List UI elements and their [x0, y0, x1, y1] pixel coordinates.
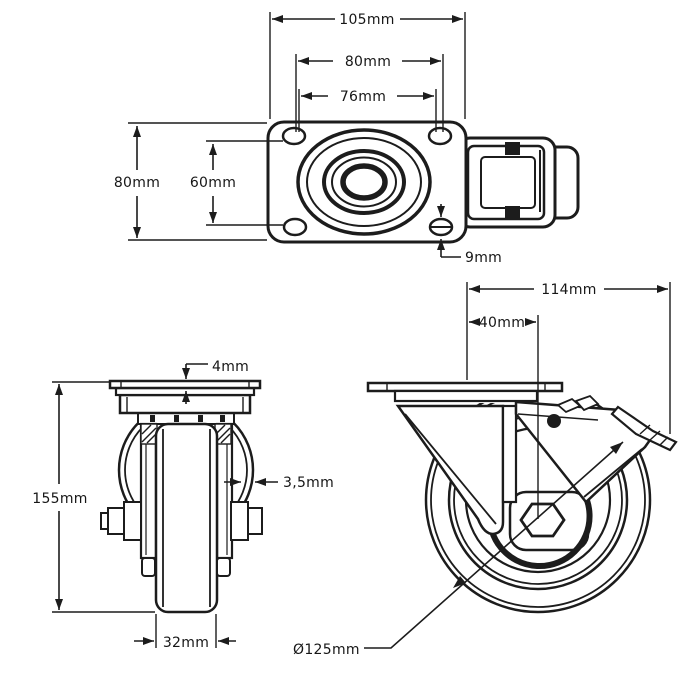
swivel-top-plate-side [393, 389, 539, 403]
brake-assembly-top [456, 136, 580, 229]
brake-latch-top [505, 142, 520, 155]
dim-label-fork-thickness: 3,5mm [283, 475, 334, 491]
axle-hex-nut [519, 502, 566, 538]
brake-pad-left [140, 423, 158, 445]
pedal-serrations [556, 394, 600, 414]
hatch-line [220, 433, 231, 444]
leader-line [364, 441, 624, 649]
bolt-hole [427, 126, 453, 146]
wheel-front [154, 422, 219, 614]
extension-lines [52, 12, 671, 648]
bearing-ball [174, 415, 179, 422]
dim-bolt-hole-diameter [437, 204, 461, 258]
pivot-dot [547, 414, 561, 428]
axle-washer [230, 501, 249, 541]
bearing-ring [331, 156, 397, 208]
axle-nut [107, 507, 125, 535]
view-front [100, 379, 263, 614]
dim-plate-thickness [182, 363, 208, 404]
hatch-line [649, 430, 661, 441]
kingpin-bar [501, 404, 518, 504]
dim-label-plate-thickness: 4mm [212, 359, 249, 375]
bearing-ring [306, 137, 422, 227]
mounting-plate-front [108, 379, 262, 390]
axle-nut [247, 507, 263, 535]
bolt-hole [281, 126, 307, 146]
hatch-line [141, 424, 152, 435]
axle-bolt-left [100, 501, 142, 541]
bearing-ball [220, 415, 225, 422]
dim-label-bolt-spacing-vertical: 60mm [190, 175, 236, 191]
dimension-annotations [52, 12, 671, 649]
hatch-line [639, 424, 651, 435]
hatch-line [141, 427, 157, 443]
dim-label-bolt-spacing-inner: 76mm [340, 89, 386, 105]
leader-arrowhead [610, 442, 623, 454]
dim-label-wheel-diameter: Ø125mm [293, 642, 360, 658]
axle-bolt-end [100, 512, 109, 530]
bearing-ring [322, 149, 406, 215]
brake-body-inner-edge [583, 448, 643, 498]
view-side [366, 378, 678, 614]
dim-label-bolt-spacing-outer: 80mm [345, 54, 391, 70]
axle-washer [123, 501, 142, 541]
brake-pedal-side [610, 405, 678, 452]
swivel-bearing-rings [296, 128, 432, 236]
bearing-ring [296, 128, 432, 236]
serration [574, 394, 600, 412]
hub-cap-left [141, 557, 156, 577]
swivel-housing-front [118, 393, 252, 415]
hatch-line [215, 427, 231, 443]
dim-label-plate-length: 105mm [339, 12, 395, 28]
kingpin-bore [340, 163, 388, 201]
axle-bolt-right [230, 501, 263, 541]
bolt-hole [282, 217, 308, 237]
dim-label-plate-width: 80mm [114, 175, 160, 191]
dimension-labels: 105mm 80mm 76mm 80mm 60mm 9mm 114mm 40mm… [32, 12, 597, 658]
brake-latch-bottom [505, 206, 520, 219]
bearing-balls [150, 415, 225, 422]
bearing-ball [198, 415, 203, 422]
mounting-plate-side [366, 381, 564, 393]
dim-label-overall-height: 155mm [32, 491, 88, 507]
bearing-ball [150, 415, 155, 422]
hatch-line [146, 433, 157, 444]
dim-label-swivel-offset: 40mm [479, 315, 525, 331]
dim-label-bolt-hole-diameter: 9mm [465, 250, 502, 266]
hatch-line [659, 436, 669, 446]
view-top-plate [266, 120, 580, 244]
dim-label-overall-length: 114mm [541, 282, 597, 298]
dim-wheel-diameter-leader [364, 441, 624, 649]
dim-label-wheel-width: 32mm [163, 635, 209, 651]
fork-wedge-inner-edge [404, 413, 497, 525]
hub-cap-right [216, 557, 231, 577]
leader-arrowhead [453, 576, 466, 588]
